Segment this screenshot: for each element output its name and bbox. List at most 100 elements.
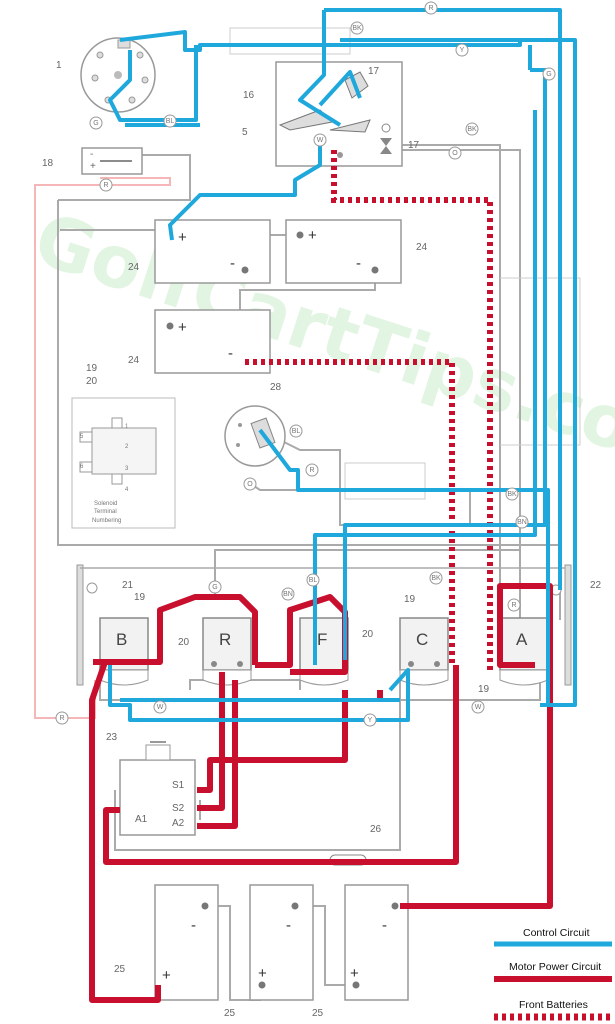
fuse-plus: + [90, 161, 96, 172]
solenoid-r: R [202, 617, 252, 686]
legend-control-label: Control Circuit [523, 927, 590, 939]
label-5: 5 [242, 127, 248, 138]
code-y-top: Y [460, 47, 465, 54]
inset-caption-2: Terminal [94, 509, 117, 515]
code-bl-sol: BL [309, 577, 318, 584]
code-bk-right: BK [467, 126, 477, 133]
code-r-top: R [428, 5, 433, 12]
code-bn-mid: BN [517, 519, 527, 526]
label-19a: 19 [86, 363, 98, 374]
code-r-batt: R [103, 182, 108, 189]
code-o-28: O [247, 481, 253, 488]
inset-n6: 6 [80, 464, 84, 470]
label-18: 18 [42, 158, 54, 169]
legend-motor-label: Motor Power Circuit [509, 961, 601, 973]
harness-box-mid [344, 462, 426, 500]
label-25a: 25 [114, 964, 126, 975]
harness-box-right [500, 277, 581, 446]
battery-24c: + - [154, 309, 271, 374]
code-w-bot2: W [475, 704, 482, 711]
label-28: 28 [270, 382, 282, 393]
label-17a: 17 [368, 66, 380, 77]
motor-a2: A2 [172, 818, 185, 829]
label-19b: 19 [134, 592, 146, 603]
fuse-minus: - [90, 149, 93, 160]
solenoid-r-label: R [219, 630, 231, 649]
code-o-right: O [452, 150, 458, 157]
battery-25a: - + [154, 884, 219, 1001]
solenoid-c: C [399, 617, 449, 686]
inset-caption-1: Solenoid [94, 501, 117, 507]
svg-text:-: - [191, 917, 196, 934]
code-bk-mid: BK [507, 491, 517, 498]
fuse: - + [81, 147, 143, 175]
code-bk-top: BK [352, 25, 362, 32]
fr-switch [275, 61, 403, 167]
wire-codes: R BK Y G BL W G BK O R R BL R O BK BN G … [55, 1, 556, 727]
svg-text:-: - [228, 345, 233, 362]
motor: S1 S2 A2 A1 [119, 741, 196, 836]
label-23: 23 [106, 732, 118, 743]
label-22: 22 [590, 580, 602, 591]
solenoid-a: A [499, 617, 549, 686]
svg-text:+: + [308, 227, 317, 244]
code-g-mid: G [212, 584, 217, 591]
legend-front-label: Front Batteries [519, 999, 588, 1011]
code-g-left: G [93, 120, 98, 127]
label-17b: 17 [408, 140, 420, 151]
label-20b: 20 [178, 637, 190, 648]
label-21: 21 [122, 580, 134, 591]
code-y-bot: Y [368, 717, 373, 724]
inset-n5: 5 [80, 434, 84, 440]
svg-text:+: + [178, 319, 187, 336]
key-switch [80, 37, 156, 113]
label-25b: 25 [224, 1008, 236, 1019]
label-20c: 20 [362, 629, 374, 640]
inset-n3: 3 [125, 466, 129, 472]
control-circuit-path [108, 8, 577, 722]
code-bl-28: BL [292, 428, 301, 435]
svg-text:+: + [162, 967, 171, 984]
solenoid-b-label: B [116, 630, 127, 649]
inset-n1: 1 [125, 424, 129, 430]
front-batteries-path [245, 150, 493, 670]
svg-text:+: + [178, 229, 187, 246]
motor-a1: A1 [135, 814, 148, 825]
inset-n4: 4 [125, 487, 129, 493]
code-bn-sol: BN [283, 591, 293, 598]
solenoid-a-label: A [516, 630, 528, 649]
label-24b: 24 [416, 242, 428, 253]
label-24c: 24 [128, 355, 140, 366]
solenoid-inset: 1 2 3 4 5 6 Solenoid Terminal Numbering [71, 397, 176, 529]
label-16: 16 [243, 90, 255, 101]
motor-s1: S1 [172, 780, 185, 791]
svg-text:-: - [382, 917, 387, 934]
label-20a: 20 [86, 376, 98, 387]
harness-box-top [229, 27, 351, 55]
battery-25c: - + [344, 884, 409, 1001]
motor-s2: S2 [172, 803, 185, 814]
svg-text:+: + [258, 965, 267, 982]
solenoid-b: B [99, 617, 149, 686]
svg-text:-: - [286, 917, 291, 934]
svg-text:-: - [356, 255, 361, 272]
code-w-bot: W [157, 704, 164, 711]
label-25c: 25 [312, 1008, 324, 1019]
solenoid-f-label: F [317, 630, 327, 649]
code-r-28: R [309, 467, 314, 474]
svg-text:-: - [230, 255, 235, 272]
code-w-top: W [317, 137, 324, 144]
label-26: 26 [370, 824, 382, 835]
code-bl-top: BL [166, 118, 175, 125]
svg-text:+: + [350, 965, 359, 982]
solenoid-bracket [76, 564, 572, 686]
code-r-sol: R [511, 602, 516, 609]
code-g-top: G [546, 71, 551, 78]
connector-28 [224, 405, 286, 467]
code-bk-sol: BK [431, 575, 441, 582]
label-24a: 24 [128, 262, 140, 273]
solenoid-c-label: C [416, 630, 428, 649]
label-19c: 19 [404, 594, 416, 605]
label-19d: 19 [478, 684, 490, 695]
